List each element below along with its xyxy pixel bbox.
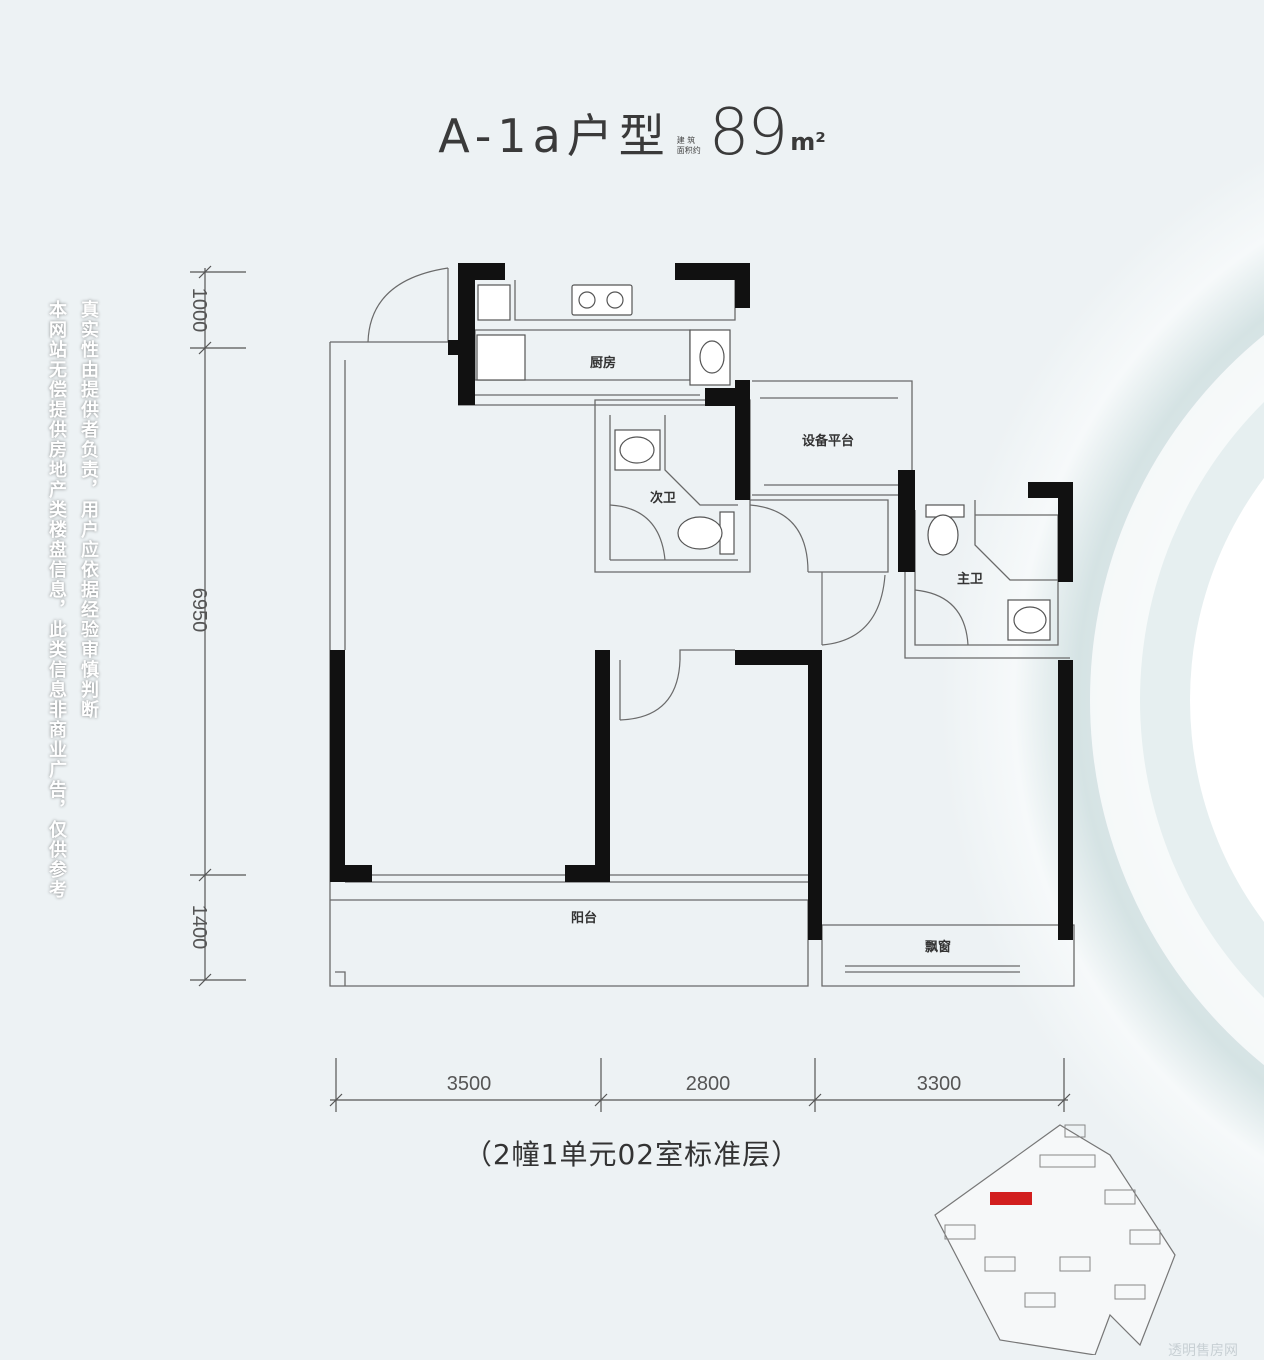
room-label-equipment-platform: 设备平台 [802,433,854,449]
room-label-balcony: 阳台 [571,910,597,926]
dimension-label-left: 3500 [447,1073,492,1095]
area-label: 建 筑 面积约 [677,136,701,156]
room-label-bay-window: 飘窗 [925,939,951,955]
watermark: 透明售房网 [1168,1343,1238,1359]
area-label-line1: 建 筑 [676,136,696,145]
unit-type-title: A-1a户型 建 筑 面积约 89 m² [0,100,1264,166]
dimension-label-bottom: 1400 [188,905,210,950]
dimension-label-middle: 6950 [188,588,210,633]
room-label-master-bath: 主卫 [957,571,983,587]
disclaimer-line-2: 真实性由提供者负责，用户应依据经验审慎判断 [78,300,99,720]
room-label-secondary-bath: 次卫 [650,490,676,506]
current-building-marker [990,1192,1032,1205]
area-label-line2: 面积约 [676,146,701,155]
area-value: 89 [708,96,788,170]
dimension-label-right: 3300 [917,1073,962,1095]
unit-caption: （2幢1单元02室标准层） [463,1138,801,1171]
room-label-kitchen: 厨房 [590,355,616,371]
disclaimer-line-1: 本网站无偿提供房地产类楼盘信息，此类信息非商业广告，仅供参考 [46,300,67,900]
site-map [934,1124,1176,1355]
area-unit: m² [790,128,826,156]
unit-type-code: A-1a户型 [438,109,671,163]
dimension-label-top: 1000 [188,288,210,333]
dimension-label-center: 2800 [686,1073,731,1095]
